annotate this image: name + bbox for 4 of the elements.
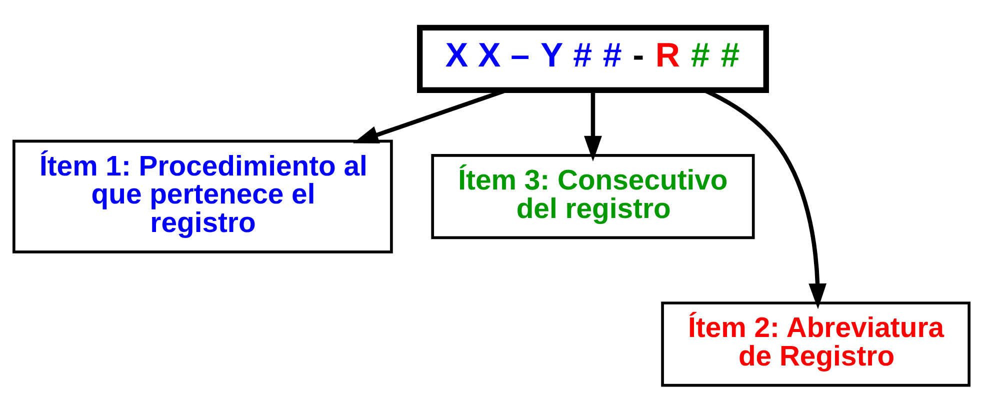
- node-box: Ítem 1: Procedimiento al que pertenece el registro: [12, 139, 393, 253]
- node-box: Ítem 3: Consecutivo del registro: [431, 154, 755, 239]
- node-box: X X – Y # # - R # #: [417, 24, 769, 92]
- node-box: Ítem 2: Abreviatura de Registro: [661, 301, 970, 386]
